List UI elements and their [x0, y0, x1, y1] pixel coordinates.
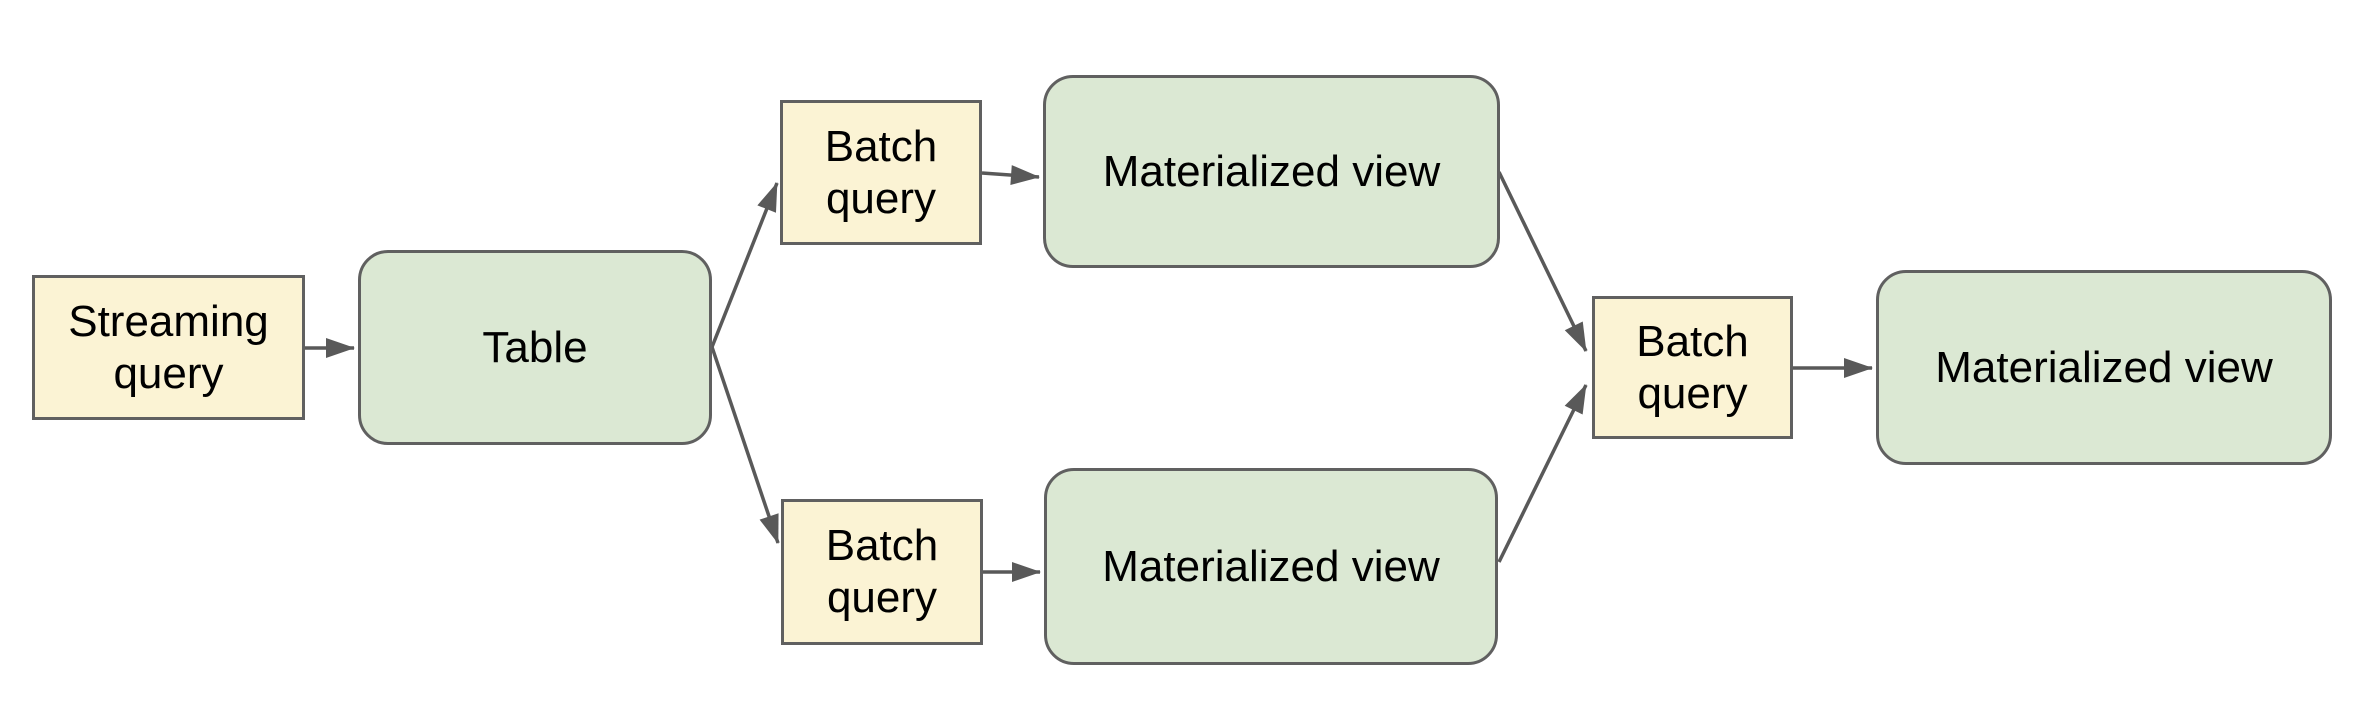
edge-materialized-view-top-to-batch-query-right	[1497, 171, 1588, 352]
edge-batch-query-top-to-materialized-view-top	[981, 165, 1040, 186]
node-streaming-query: Streaming query	[32, 275, 305, 420]
node-label: Batch query	[825, 521, 939, 622]
node-batch-query-top: Batch query	[780, 100, 982, 245]
node-table: Table	[358, 250, 712, 445]
node-materialized-view-right: Materialized view	[1876, 270, 2332, 465]
node-label: Streaming query	[68, 296, 269, 398]
edge-materialized-view-bottom-to-batch-query-right	[1497, 384, 1588, 563]
node-batch-query-right: Batch query	[1592, 296, 1793, 439]
node-batch-query-bottom: Batch query	[781, 499, 983, 645]
edge-table-to-batch-query-top	[710, 182, 779, 348]
node-materialized-view-bottom: Materialized view	[1044, 468, 1498, 665]
node-label: Materialized view	[1102, 146, 1441, 196]
node-label: Table	[482, 322, 588, 372]
edge-table-to-batch-query-bottom	[710, 346, 780, 544]
node-label: Batch query	[824, 121, 938, 223]
node-label: Materialized view	[1102, 541, 1440, 591]
node-label: Materialized view	[1935, 342, 2273, 392]
node-materialized-view-top: Materialized view	[1043, 75, 1500, 268]
node-label: Batch query	[1636, 316, 1749, 418]
